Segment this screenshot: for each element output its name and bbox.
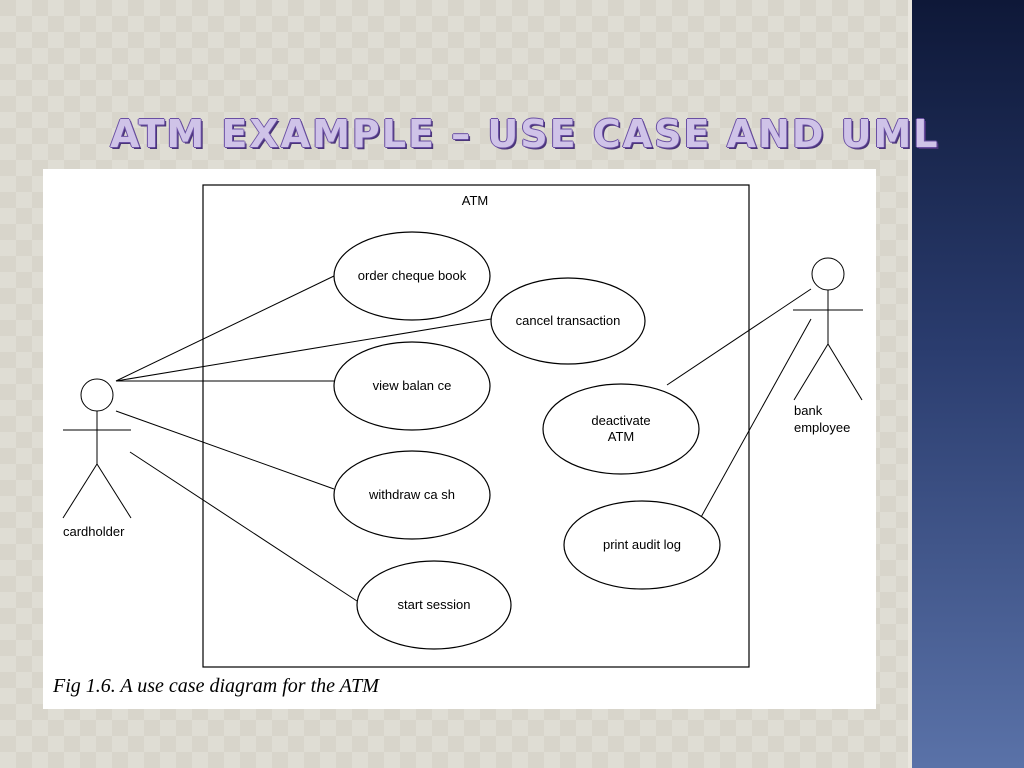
use-case-diagram: ATM order cheque book cancel transaction… [52, 184, 863, 697]
use-case-label: deactivate [591, 413, 650, 428]
system-boundary [202, 184, 750, 668]
actor-cardholder-leg-right [96, 463, 132, 519]
assoc-line-cancel [115, 318, 492, 382]
use-case-view-balance [333, 341, 491, 431]
assoc-line-order [115, 275, 335, 382]
actor-bank-employee-head [811, 257, 845, 291]
actor-bank-employee-label: employee [794, 420, 850, 435]
actor-cardholder-label: cardholder [63, 524, 125, 539]
use-case-label: ATM [608, 429, 634, 444]
system-label: ATM [462, 193, 488, 208]
actor-cardholder-leg-left [62, 463, 98, 519]
use-case-label: print audit log [603, 537, 681, 552]
side-band-edge [908, 0, 912, 768]
use-case-print-audit-log [563, 500, 721, 590]
use-case-cancel-transaction [490, 277, 646, 365]
actor-cardholder-head [80, 378, 114, 412]
assoc-line-deactivate [666, 288, 812, 386]
actor-bank-employee-leg-left [793, 343, 829, 401]
use-case-figure: ATM order cheque book cancel transaction… [43, 169, 876, 709]
use-case-label: order cheque book [358, 268, 467, 283]
use-case-label: view balan ce [373, 378, 452, 393]
use-case-start-session [356, 560, 512, 650]
actor-bank-employee-figure [793, 257, 863, 401]
actor-cardholder-figure [62, 378, 132, 519]
use-case-order-cheque-book [333, 231, 491, 321]
slide-title: ATM Example – Use Case and UML [110, 112, 940, 156]
assoc-line-print [699, 318, 812, 520]
use-case-withdraw-cash [333, 450, 491, 540]
figure-caption: Fig 1.6. A use case diagram for the ATM [52, 675, 380, 697]
actor-bank-employee-label: bank [794, 403, 823, 418]
use-case-label: withdraw ca sh [368, 487, 455, 502]
side-band [912, 0, 1024, 768]
assoc-line-withdraw [115, 410, 335, 490]
use-case-deactivate-atm [542, 383, 700, 475]
use-case-label: start session [398, 597, 471, 612]
use-case-label: cancel transaction [516, 313, 621, 328]
assoc-line-start [129, 451, 358, 602]
actor-bank-employee-leg-right [827, 343, 863, 401]
